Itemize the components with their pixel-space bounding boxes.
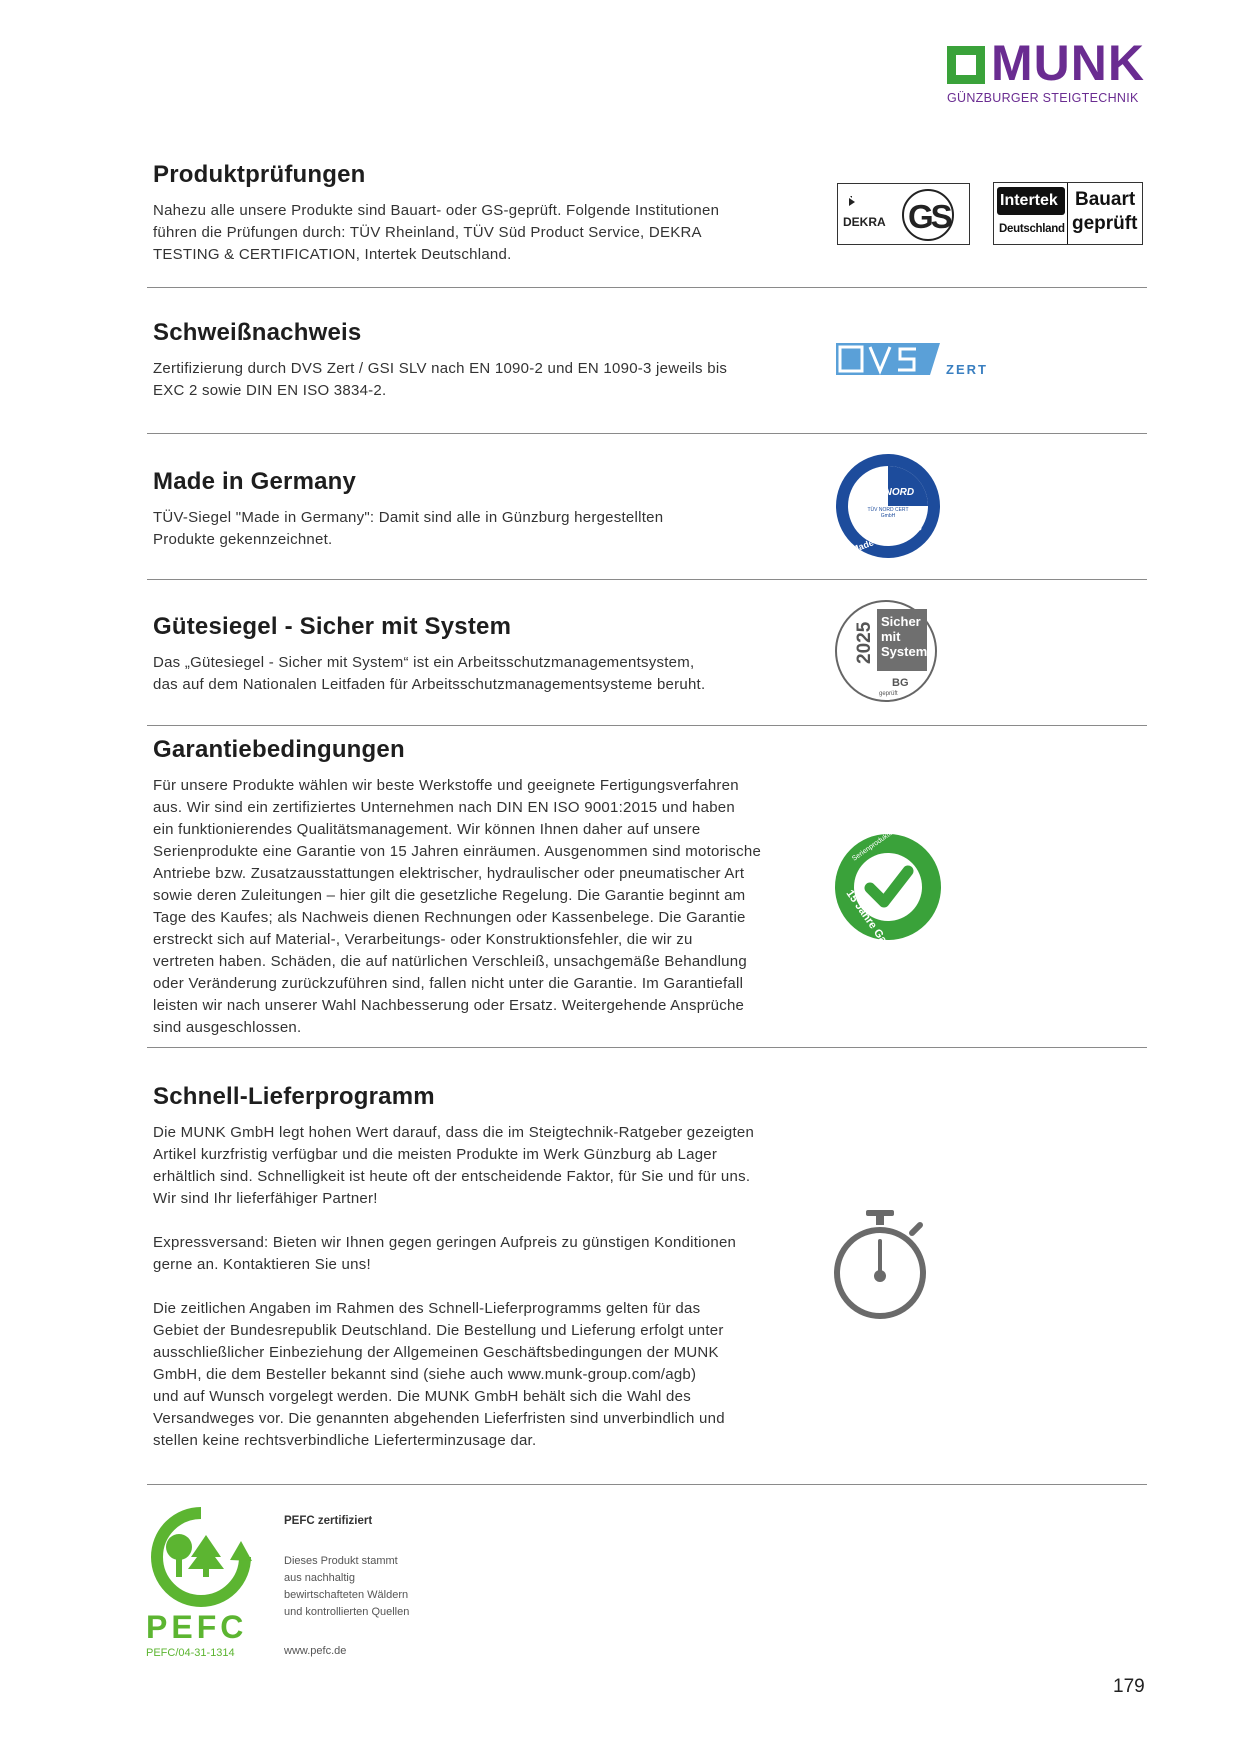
section-paragraph: Expressversand: Bieten wir Ihnen gegen g… [153, 1234, 737, 1273]
tuv-nord-text: TÜV NORD [862, 485, 914, 498]
section-title: Schnell-Lieferprogramm [153, 1083, 435, 1110]
bauart-line1: Bauart [1075, 189, 1136, 210]
intertek-sub: Deutschland [999, 223, 1065, 235]
pefc-certification: PEFC PEFC/04-31-1314 PEFC zertifiziert D… [146, 1505, 426, 1665]
section-schnell-lieferprogramm: Schnell-Lieferprogramm Die MUNK GmbH leg… [153, 1082, 853, 1452]
divider [147, 287, 1147, 288]
dvs-zert-text: ZERT [946, 362, 988, 377]
section-text: TÜV-Siegel "Made in Germany": Damit sind… [153, 509, 664, 548]
tuv-gmbh-text: GmbH [881, 513, 896, 519]
section-schweissnachweis: Schweißnachweis Zertifizierung durch DVS… [153, 318, 833, 402]
sicher-mit-system-seal: 2025 Sicher mit System BG geprüft [834, 599, 938, 703]
section-title: Made in Germany [153, 468, 357, 495]
brand-tagline: GÜNZBURGER STEIGTECHNIK [947, 91, 1139, 105]
bauart-line2: geprüft [1072, 213, 1138, 234]
pefc-description: Dieses Produkt stammt aus nachhaltig bew… [284, 1555, 410, 1618]
guete-year: 2025 [854, 621, 875, 664]
section-title: Gütesiegel - Sicher mit System [153, 613, 512, 640]
divider [147, 1047, 1147, 1048]
dekra-text: DEKRA [843, 215, 886, 229]
section-garantiebedingungen: Garantiebedingungen Für unsere Produkte … [153, 735, 853, 1039]
pefc-code: PEFC/04-31-1314 [146, 1647, 235, 1659]
pefc-title: PEFC zertifiziert [284, 1515, 373, 1527]
section-produktpruefungen: Produktprüfungen Nahezu alle unsere Prod… [153, 160, 833, 266]
gs-text: GS [908, 198, 952, 235]
section-title: Garantiebedingungen [153, 736, 405, 763]
brand-name: MUNK [991, 35, 1145, 91]
section-guetesiegel: Gütesiegel - Sicher mit System Das „Güte… [153, 612, 833, 696]
garantie-seal: Serienprodukte 15 Jahre Garantie [834, 830, 942, 970]
stopwatch-icon [832, 1209, 932, 1323]
pefc-url: www.pefc.de [284, 1645, 347, 1657]
intertek-label: Intertek [1000, 192, 1058, 209]
intertek-bauart-badge: Intertek Deutschland Bauart geprüft [993, 182, 1143, 245]
section-title: Schweißnachweis [153, 319, 362, 346]
section-text: Für unsere Produkte wählen wir beste Wer… [153, 777, 762, 1036]
divider [147, 433, 1147, 434]
munk-logo-mark [947, 46, 985, 84]
page-number: 179 [1113, 1676, 1145, 1697]
section-text: Zertifizierung durch DVS Zert / GSI SLV … [153, 360, 728, 399]
guete-system: System [881, 644, 927, 659]
guete-sicher: Sicher [881, 614, 921, 629]
section-made-in-germany: Made in Germany TÜV-Siegel "Made in Germ… [153, 467, 833, 551]
tuv-cert-text: TÜV NORD CERT [867, 506, 908, 513]
dekra-gs-badge: DEKRA GS [837, 183, 970, 245]
divider [147, 579, 1147, 580]
guete-bg: BG [892, 677, 909, 689]
guete-mit: mit [881, 629, 901, 644]
dvs-zert-logo: ZERT [836, 343, 992, 377]
pefc-logo-text: PEFC [146, 1609, 248, 1645]
section-text: Nahezu alle unsere Produkte sind Bauart-… [153, 202, 720, 263]
section-text: Das „Gütesiegel - Sicher mit System“ ist… [153, 654, 706, 693]
divider [147, 725, 1147, 726]
section-title: Produktprüfungen [153, 161, 366, 188]
pefc-logo [151, 1507, 252, 1607]
guete-geprueft: geprüft [879, 691, 898, 697]
divider [147, 1484, 1147, 1485]
section-paragraph: Die MUNK GmbH legt hohen Wert darauf, da… [153, 1124, 755, 1207]
munk-logo: MUNK GÜNZBURGER STEIGTECHNIK [947, 36, 1153, 108]
tuv-nord-seal: TÜV NORD TÜV NORD CERT GmbH Made in Germ… [834, 452, 942, 560]
section-paragraph: Die zeitlichen Angaben im Rahmen des Sch… [153, 1300, 725, 1449]
